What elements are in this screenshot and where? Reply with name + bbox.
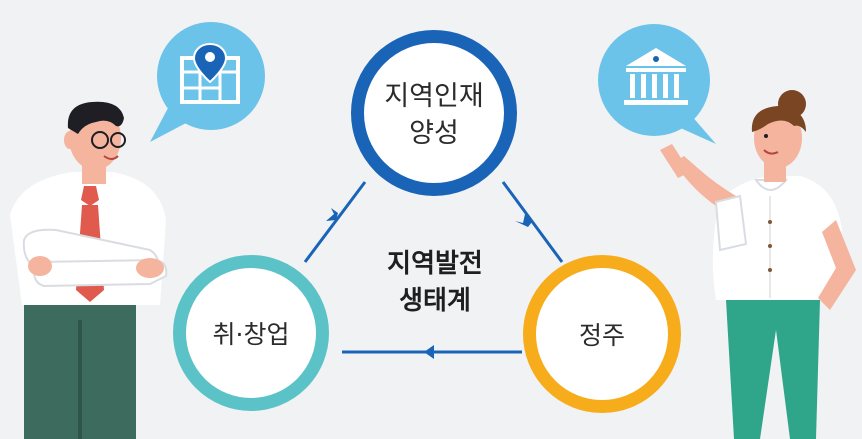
man-figure xyxy=(10,101,168,439)
arrowhead-left xyxy=(424,345,434,359)
arrow-top-to-right xyxy=(501,181,564,263)
center-title-line1: 지역발전 xyxy=(387,249,483,279)
arrow-left-to-top xyxy=(303,181,367,263)
node-settlement-label: 정주 xyxy=(578,321,625,350)
node-talent-development: 지역인재 양성 xyxy=(351,30,517,196)
node-employment-startup: 취·창업 xyxy=(173,255,329,411)
center-title: 지역발전 생태계 xyxy=(352,246,518,320)
arrow-heads xyxy=(326,208,532,359)
right-speech-bubble xyxy=(598,24,716,144)
node-talent-line2: 양성 xyxy=(409,118,459,149)
node-employment-label: 취·창업 xyxy=(212,320,290,349)
arrowhead-up-right xyxy=(326,208,338,221)
node-settlement: 정주 xyxy=(523,255,681,413)
center-title-line2: 생태계 xyxy=(399,286,471,316)
arrowhead-down-right xyxy=(515,214,532,227)
left-speech-bubble xyxy=(150,22,265,142)
node-talent-line1: 지역인재 xyxy=(384,81,484,112)
bank-building-icon xyxy=(624,48,688,105)
map-pin-icon xyxy=(180,43,240,104)
woman-figure xyxy=(660,90,856,439)
